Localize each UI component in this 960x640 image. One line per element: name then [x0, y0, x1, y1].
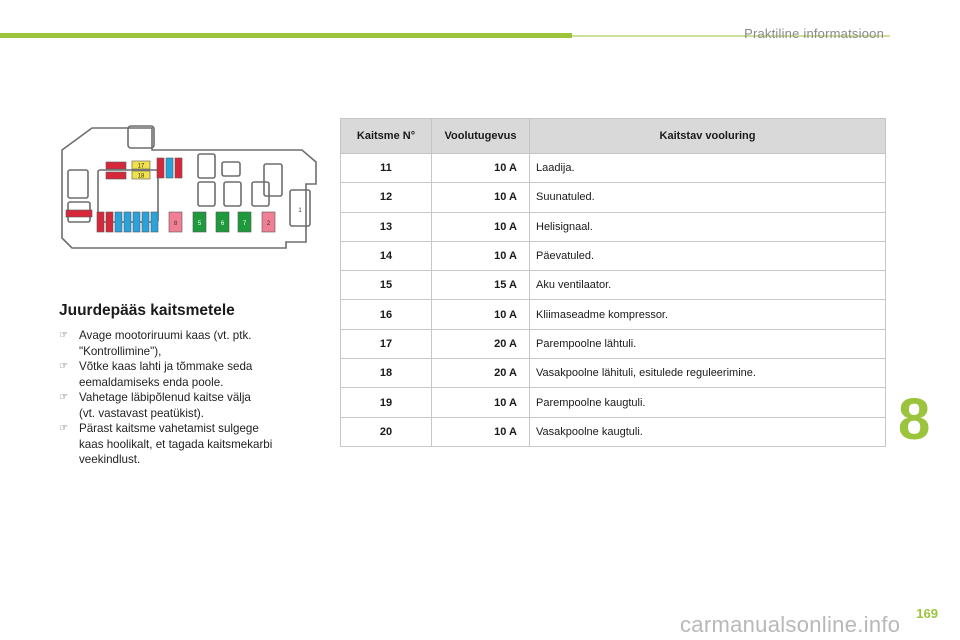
- col-header-fuse-number: Kaitsme N°: [340, 118, 432, 154]
- hand-pointer-icon: ☞: [59, 392, 68, 403]
- col-header-circuit: Kaitstav vooluring: [529, 118, 886, 154]
- fuse-8-label: 8: [174, 221, 178, 227]
- instruction-step: ☞ Vahetage läbipõlenud kaitse välja (vt.…: [59, 391, 251, 420]
- fuse-1-label: 1: [298, 208, 302, 214]
- table-header-row: Kaitsme N° Voolutugevus Kaitstav vooluri…: [340, 118, 886, 154]
- fuse-18-label: 18: [138, 174, 145, 180]
- fuse-17-label: 17: [138, 164, 145, 170]
- fuse-5-label: 5: [198, 221, 202, 227]
- section-title: Juurdepääs kaitsmetele: [59, 302, 235, 319]
- header-rule-thin: [572, 35, 890, 37]
- hand-pointer-icon: ☞: [59, 330, 68, 341]
- watermark: carmanualsonline.info: [680, 612, 901, 637]
- fuse-2-label: 2: [267, 221, 271, 227]
- fuse-table: Kaitsme N° Voolutugevus Kaitstav vooluri…: [340, 118, 886, 447]
- instruction-step: ☞ Võtke kaas lahti ja tõmmake seda eemal…: [59, 360, 253, 389]
- instruction-list: ☞ Avage mootoriruumi kaas (vt. ptk. "Kon…: [59, 328, 309, 468]
- instruction-step: ☞ Avage mootoriruumi kaas (vt. ptk. "Kon…: [59, 329, 252, 358]
- fuse-6-label: 6: [221, 221, 225, 227]
- hand-pointer-icon: ☞: [59, 423, 68, 434]
- chapter-header-title: Praktiline informatsioon: [744, 26, 884, 41]
- hand-pointer-icon: ☞: [59, 361, 68, 372]
- header-rule: [0, 33, 572, 38]
- instruction-step: ☞ Pärast kaitsme vahetamist sulgege kaas…: [59, 422, 273, 466]
- fuse-box-diagram: 17 18 8 5 6 7 2 1: [61, 125, 317, 249]
- chapter-number: 8: [898, 387, 931, 452]
- page-number: 169: [916, 606, 938, 621]
- fuse-7-label: 7: [243, 221, 247, 227]
- col-header-amperage: Voolutugevus: [431, 118, 530, 154]
